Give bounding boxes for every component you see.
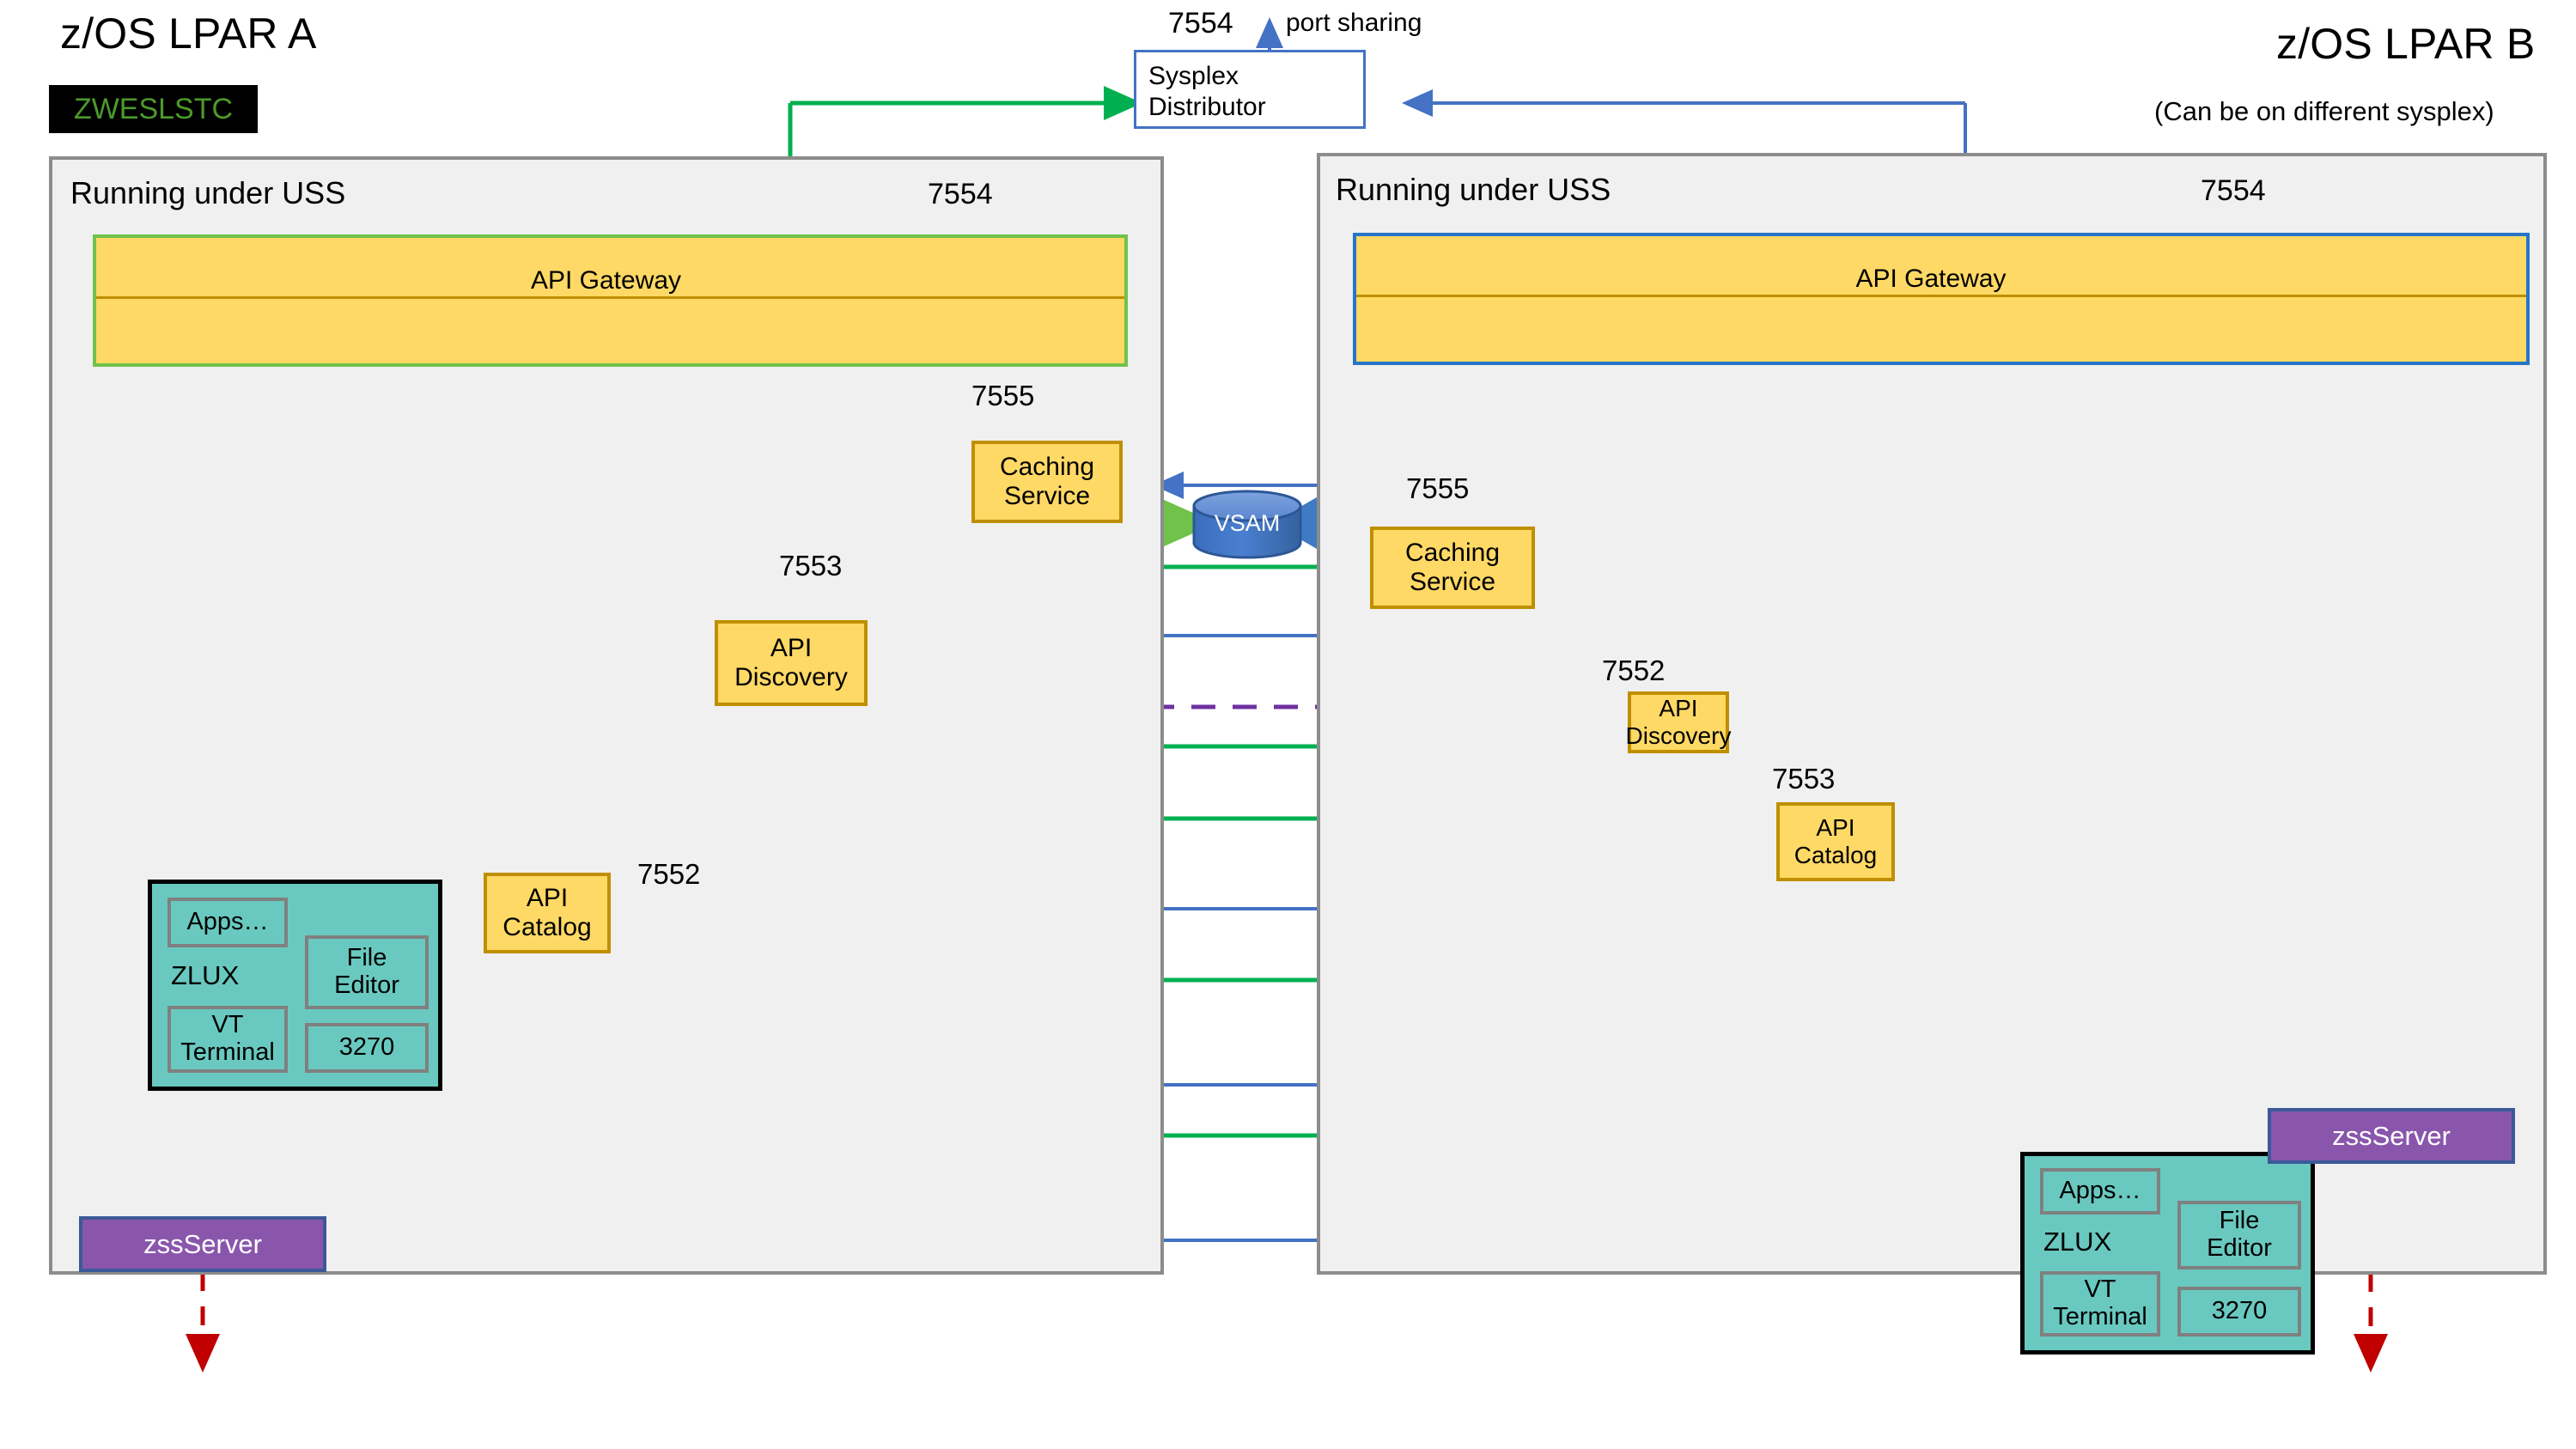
lpar-b-vt-line1: VT: [2084, 1275, 2116, 1304]
lpar-b-discovery-line1: API: [1659, 694, 1698, 721]
vsam-cylinder: [1192, 490, 1302, 559]
lpar-b-zlux-name: ZLUX: [2043, 1227, 2112, 1257]
lpar-a-file-editor-line1: File: [346, 944, 387, 972]
lpar-a-gateway-divider: [96, 296, 1124, 299]
lpar-b-zssserver[interactable]: zssServer: [2268, 1108, 2515, 1164]
lpar-b-gateway-port: 7554: [2201, 174, 2266, 207]
lpar-b-caching-line1: Caching: [1404, 538, 1501, 567]
lpar-b-discovery-port: 7552: [1602, 654, 1666, 686]
lpar-a-api-catalog[interactable]: API Catalog: [484, 873, 611, 953]
lpar-a-catalog-line2: Catalog: [502, 913, 592, 941]
vsam-label: VSAM: [1214, 510, 1281, 536]
lpar-b-zlux-apps[interactable]: Apps…: [2040, 1168, 2160, 1215]
lpar-a-title: z/OS LPAR A: [60, 9, 317, 58]
lpar-b-file-editor-line2: Editor: [2207, 1234, 2272, 1262]
lpar-a-catalog-port: 7552: [637, 858, 701, 890]
sysplex-line1: Sysplex: [1148, 62, 1239, 90]
lpar-a-caching-line2: Service: [1003, 482, 1091, 510]
lpar-a-file-editor-line2: Editor: [334, 971, 399, 999]
lpar-b-catalog-line2: Catalog: [1793, 842, 1878, 868]
lpar-b-catalog-line1: API: [1816, 813, 1855, 841]
lpar-b-zlux-file-editor[interactable]: File Editor: [2177, 1201, 2301, 1269]
lpar-a-zlux-file-editor[interactable]: File Editor: [305, 935, 429, 1009]
lpar-b-catalog-port: 7553: [1772, 763, 1836, 795]
lpar-b-file-editor-line1: File: [2219, 1207, 2260, 1235]
lpar-a-caching-port: 7555: [971, 380, 1035, 411]
lpar-a-api-discovery[interactable]: API Discovery: [715, 620, 868, 706]
lpar-b-caching-line2: Service: [1409, 568, 1496, 596]
lpar-a-caching-service[interactable]: Caching Service: [971, 441, 1123, 523]
lpar-a-zlux-name: ZLUX: [171, 960, 240, 990]
lpar-a-zssserver[interactable]: zssServer: [79, 1216, 326, 1272]
lpar-b-api-gateway-label: API Gateway: [1855, 265, 2007, 293]
lpar-b-gateway-divider: [1356, 295, 2526, 297]
lpar-a-vt-line2: Terminal: [180, 1038, 275, 1066]
lpar-b-api-discovery[interactable]: API Discovery: [1625, 691, 1732, 753]
lpar-a-vt-line1: VT: [211, 1011, 244, 1039]
port-sharing-note: port sharing: [1286, 9, 1422, 37]
lpar-a-api-gateway[interactable]: API Gateway: [93, 234, 1128, 367]
lpar-a-zlux-vt-terminal[interactable]: VT Terminal: [167, 1006, 288, 1073]
lpar-b-vt-line2: Terminal: [2053, 1303, 2147, 1330]
lpar-a-discovery-port: 7553: [779, 550, 843, 581]
lpar-b-caching-service[interactable]: Caching Service: [1370, 527, 1535, 609]
lpar-b-zlux-vt-terminal[interactable]: VT Terminal: [2040, 1271, 2160, 1336]
lpar-b-title: z/OS LPAR B: [2276, 20, 2536, 68]
lpar-a-gateway-port: 7554: [928, 178, 993, 210]
lpar-a-caching-line1: Caching: [999, 452, 1095, 481]
lpar-a-zlux[interactable]: Apps… ZLUX VT Terminal File Editor 3270: [148, 880, 442, 1091]
lpar-b-caching-port: 7555: [1406, 472, 1470, 504]
lpar-b-zlux-3270[interactable]: 3270: [2177, 1287, 2301, 1336]
sysplex-distributor[interactable]: Sysplex Distributor: [1134, 50, 1366, 129]
sysplex-line2: Distributor: [1148, 93, 1266, 121]
lpar-a-api-gateway-label: API Gateway: [530, 266, 682, 295]
lpar-a-catalog-line1: API: [526, 883, 569, 912]
lpar-a-zlux-3270[interactable]: 3270: [305, 1023, 429, 1073]
lpar-b-api-catalog[interactable]: API Catalog: [1776, 802, 1895, 881]
lpar-b-discovery-line2: Discovery: [1625, 722, 1732, 749]
lpar-a-discovery-line1: API: [770, 633, 813, 662]
lpar-b-api-gateway[interactable]: API Gateway: [1353, 233, 2530, 365]
sysplex-port-label: 7554: [1168, 7, 1233, 40]
lpar-a-zlux-apps[interactable]: Apps…: [167, 898, 288, 947]
lpar-b-zlux[interactable]: Apps… File Editor ZLUX VT Terminal 3270: [2020, 1152, 2315, 1355]
lpar-b-subtitle: (Can be on different sysplex): [2154, 96, 2494, 126]
lpar-b-uss-label: Running under USS: [1336, 172, 1611, 207]
lpar-a-discovery-line2: Discovery: [734, 663, 848, 691]
zweslstc-badge: ZWESLSTC: [49, 85, 258, 133]
lpar-a-uss-label: Running under USS: [70, 175, 346, 210]
